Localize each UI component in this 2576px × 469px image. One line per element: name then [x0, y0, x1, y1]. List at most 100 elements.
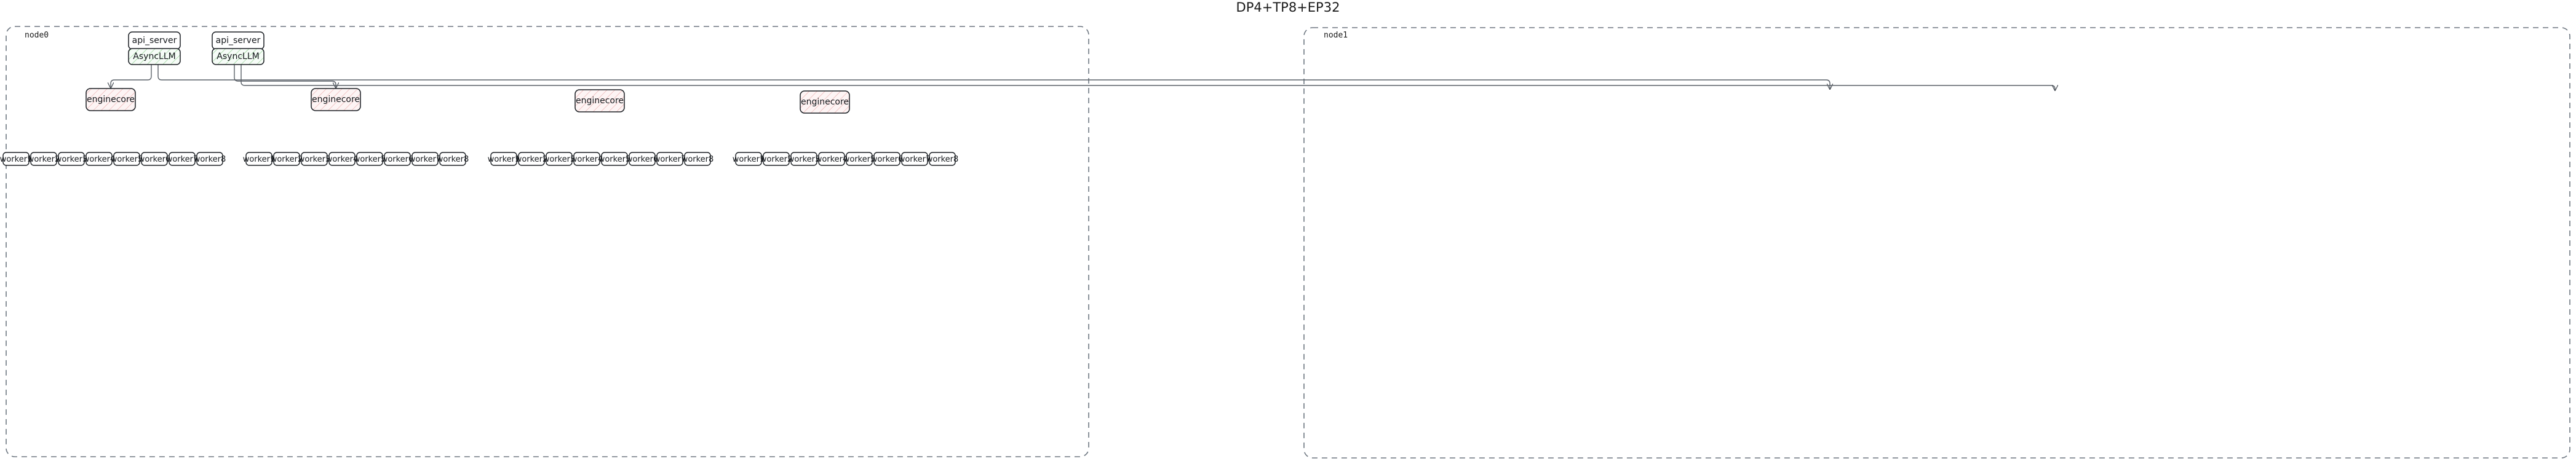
worker-label: worker6 [381, 155, 414, 164]
enginecore-box[interactable] [85, 88, 136, 111]
edge-async0-core0 [111, 64, 152, 88]
worker-box[interactable] [684, 152, 711, 166]
worker-box[interactable] [490, 152, 517, 166]
asyncllm-box[interactable] [128, 48, 181, 65]
worker-label: worker2 [760, 155, 793, 164]
worker-label: worker2 [515, 155, 548, 164]
worker-label: worker1 [733, 155, 765, 164]
worker-label: worker4 [326, 155, 359, 164]
worker-box[interactable] [518, 152, 545, 166]
worker-box[interactable] [113, 152, 140, 166]
worker-label: worker8 [926, 155, 959, 164]
worker-label: worker3 [298, 155, 331, 164]
asyncllm-label: AsyncLLM [217, 52, 259, 61]
node1-boundary [1303, 27, 2570, 459]
worker-label: worker7 [654, 155, 686, 164]
worker-label: worker5 [111, 155, 143, 164]
worker-label: worker5 [843, 155, 876, 164]
worker-box[interactable] [196, 152, 223, 166]
api-server-stack-1[interactable]: api_server AsyncLLM [212, 31, 264, 65]
worker-box[interactable] [301, 152, 328, 166]
enginecore-box[interactable] [800, 90, 850, 114]
api-server-stack-0[interactable]: api_server AsyncLLM [128, 31, 181, 65]
node0-boundary [6, 26, 1089, 457]
worker-box[interactable] [656, 152, 683, 166]
edge-async0-node1core0 [157, 64, 1830, 89]
worker-box[interactable] [85, 152, 113, 166]
worker-box[interactable] [328, 152, 356, 166]
enginecore-box[interactable] [574, 89, 625, 112]
worker-label: worker5 [598, 155, 631, 164]
worker-group-node0-0: worker1worker2worker3worker4worker5worke… [0, 152, 226, 166]
worker-label: worker4 [571, 155, 603, 164]
worker-box[interactable] [873, 152, 900, 166]
enginecore-node1-1[interactable]: enginecore [800, 90, 850, 114]
node1-label: node1 [1324, 31, 1348, 40]
enginecore-label: enginecore [801, 97, 849, 107]
edge-group [111, 64, 2055, 90]
worker-box[interactable] [846, 152, 873, 166]
page-title: DP4+TP8+EP32 [1236, 0, 1340, 15]
enginecore-node1-0[interactable]: enginecore [574, 89, 625, 112]
asyncllm-box[interactable] [212, 48, 264, 65]
worker-label: worker8 [682, 155, 714, 164]
node-container-node1: node1 [1303, 27, 2570, 459]
worker-label: worker5 [354, 155, 386, 164]
node0-label: node0 [25, 31, 49, 40]
worker-box[interactable] [141, 152, 168, 166]
worker-box[interactable] [411, 152, 439, 166]
enginecore-box[interactable] [311, 88, 361, 111]
worker-box[interactable] [2, 152, 30, 166]
worker-label: worker4 [83, 155, 116, 164]
worker-box[interactable] [439, 152, 466, 166]
api-server-label: api_server [216, 36, 261, 45]
worker-group-node0-1: worker1worker2worker3worker4worker5worke… [243, 152, 469, 166]
worker-label: worker8 [437, 155, 469, 164]
enginecore-label: enginecore [87, 95, 135, 104]
worker-label: worker2 [271, 155, 303, 164]
worker-box[interactable] [901, 152, 928, 166]
worker-box[interactable] [169, 152, 196, 166]
edge-async1-node1core1 [241, 64, 2055, 90]
enginecore-node0-0[interactable]: enginecore [85, 88, 136, 111]
asyncllm-label: AsyncLLM [133, 52, 175, 61]
worker-box[interactable] [601, 152, 628, 166]
worker-label: worker3 [55, 155, 88, 164]
worker-label: worker7 [409, 155, 442, 164]
worker-box[interactable] [790, 152, 817, 166]
worker-box[interactable] [763, 152, 790, 166]
worker-label: worker7 [899, 155, 931, 164]
worker-label: worker2 [28, 155, 60, 164]
api-server-label: api_server [132, 36, 177, 45]
worker-box[interactable] [929, 152, 956, 166]
worker-box[interactable] [356, 152, 383, 166]
node-container-node0: node0 [6, 26, 1089, 457]
worker-box[interactable] [546, 152, 573, 166]
worker-rows: worker1worker2worker3worker4worker5worke… [0, 152, 959, 166]
edge-async1-core1 [234, 64, 336, 88]
worker-label: worker6 [626, 155, 659, 164]
worker-label: worker1 [243, 155, 276, 164]
enginecore-node0-1[interactable]: enginecore [311, 88, 361, 111]
worker-label: worker1 [0, 155, 32, 164]
worker-label: worker6 [138, 155, 171, 164]
worker-box[interactable] [30, 152, 57, 166]
worker-box[interactable] [273, 152, 300, 166]
worker-label: worker8 [194, 155, 226, 164]
worker-label: worker1 [488, 155, 520, 164]
worker-box[interactable] [818, 152, 845, 166]
worker-box[interactable] [384, 152, 411, 166]
worker-box[interactable] [245, 152, 272, 166]
worker-box[interactable] [573, 152, 600, 166]
worker-box[interactable] [629, 152, 656, 166]
worker-label: worker3 [543, 155, 576, 164]
worker-group-node1-0: worker1worker2worker3worker4worker5worke… [488, 152, 714, 166]
enginecore-label: enginecore [576, 96, 624, 106]
worker-box[interactable] [735, 152, 762, 166]
worker-box[interactable] [58, 152, 85, 166]
worker-label: worker3 [788, 155, 821, 164]
worker-label: worker4 [816, 155, 848, 164]
